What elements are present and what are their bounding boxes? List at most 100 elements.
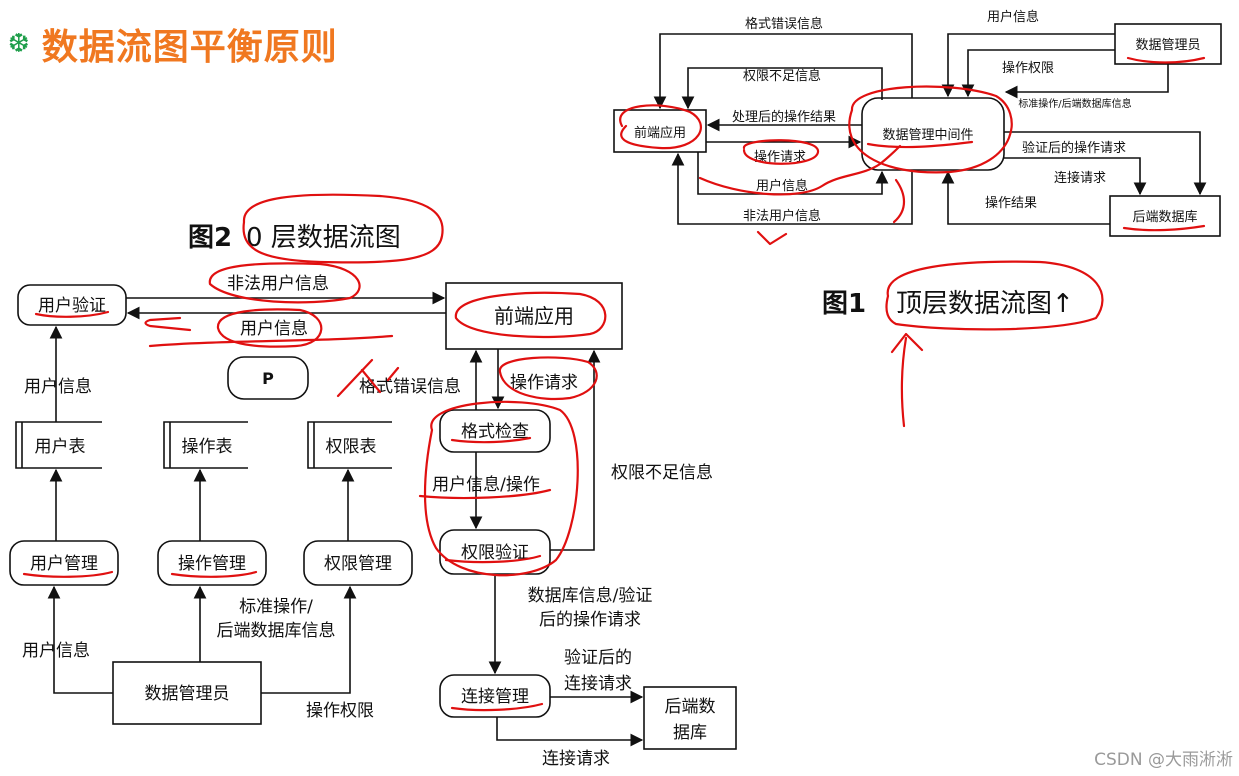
red-circle-fig1-op-request	[742, 139, 820, 165]
fig2-flow-connect-request	[496, 717, 644, 747]
fig1-flow-verified-request	[1004, 131, 1207, 196]
red-underline-fig2-format-check	[450, 436, 532, 444]
fig2-backend-db-label-1: 后端数	[665, 697, 716, 717]
red-circle-fig2-frontend	[454, 291, 607, 339]
fig2-op-table-store	[163, 421, 248, 469]
red-stroke-fig1-user-info	[698, 144, 902, 196]
red-underline-fig2-user-info-op	[418, 488, 552, 500]
fig2-user-table-label: 用户表	[35, 437, 86, 457]
red-arrow-fig2-user-info	[144, 316, 192, 332]
red-line-fig2-user-info	[148, 334, 394, 348]
fig2-caption-text: 0 层数据流图	[246, 223, 401, 253]
fig1-flow-admin-user-info	[941, 33, 1115, 98]
red-circle-fig1-caption	[885, 260, 1104, 331]
page-title: 数据流图平衡原则	[41, 27, 338, 68]
red-circle-fig2-user-info-top	[216, 308, 323, 348]
fig2-backend-db-label-2: 据库	[673, 723, 707, 743]
red-underline-fig1-middleware	[866, 140, 974, 149]
fig2-user-table-store	[15, 421, 102, 469]
fig1-label-processed-result: 处理后的操作结果	[732, 109, 836, 125]
fig2-op-mgmt-box	[157, 540, 267, 586]
red-underline-fig2-user-verify	[34, 310, 110, 318]
fig2-user-verify-label: 用户验证	[38, 296, 106, 316]
fig1-label-user-info: 用户信息	[756, 178, 808, 194]
fig1-frontend-box	[613, 109, 707, 153]
fig2-label-verified-conn-1: 验证后的	[564, 648, 632, 668]
fig2-label-verified-conn-2: 连接请求	[564, 674, 632, 694]
fig2-user-mgmt-box	[9, 540, 119, 586]
watermark: CSDN @大雨淅淅	[1094, 750, 1233, 770]
fig1-flow-connect-request	[1004, 157, 1147, 196]
fig2-flow-op-permission	[261, 585, 357, 694]
fig1-caption-prefix: 图1	[822, 289, 866, 319]
fig1-flow-format-error	[653, 33, 913, 110]
fig2-label-user-info-left: 用户信息	[24, 377, 92, 397]
fig1-label-format-error: 格式错误信息	[745, 16, 823, 32]
fig1-flow-op-result	[941, 170, 1110, 225]
fig2-label-op-permission: 操作权限	[306, 701, 374, 721]
fig2-label-insufficient-perm: 权限不足信息	[611, 463, 713, 483]
fig2-op-table-label: 操作表	[182, 437, 233, 457]
fig2-label-db-info-1: 数据库信息/验证	[528, 586, 653, 606]
figure1-context-diagram: 前端应用 数据管理中间件 数据管理员 后端数据库 格式错误信息 权限不足信息 处…	[613, 9, 1222, 319]
fig1-label-std-ops: 标准操作/后端数据库信息	[1018, 97, 1131, 110]
red-circle-fig1-frontend	[619, 104, 702, 150]
fig2-label-db-info-2: 后的操作请求	[539, 610, 641, 630]
red-underline-fig2-user-mgmt	[22, 570, 114, 578]
fig2-label-illegal-user: 非法用户信息	[227, 274, 329, 294]
fig1-flow-std-ops	[1004, 64, 1169, 99]
fig2-perm-table-label: 权限表	[326, 437, 377, 457]
fig2-flow-user-info-bottom	[47, 585, 113, 694]
fig2-frontend-label: 前端应用	[494, 304, 574, 328]
red-circle-fig2-op-request	[498, 356, 598, 401]
fig1-label-operation-request: 操作请求	[754, 149, 806, 165]
red-underline-fig2-conn-mgmt	[450, 702, 544, 712]
fig1-label-admin-user-info: 用户信息	[987, 9, 1039, 25]
fig2-label-std-ops-2: 后端数据库信息	[217, 621, 336, 641]
fig2-conn-mgmt-label: 连接管理	[461, 687, 529, 707]
red-circle-fig2-illegal-user	[208, 262, 361, 304]
red-check-fig1	[756, 230, 788, 246]
fig2-label-operation-request: 操作请求	[510, 373, 578, 393]
red-annotations	[22, 56, 1206, 712]
fig2-admin-label: 数据管理员	[145, 684, 230, 704]
red-scribble-fig2-format-error	[336, 358, 400, 398]
figure2-level0-diagram: 图2 0 层数据流图 用户验证 前端应用 P 格式检查 权限验证 用户表 操作表…	[9, 223, 737, 769]
red-circle-fig1-middleware	[848, 85, 1013, 174]
fig2-op-mgmt-label: 操作管理	[178, 554, 246, 574]
page-title-bar: ❆ 数据流图平衡原则	[8, 14, 338, 74]
fig1-label-op-result: 操作结果	[985, 195, 1037, 211]
fig1-label-insufficient-perm: 权限不足信息	[743, 68, 821, 84]
fig1-label-illegal-user: 非法用户信息	[743, 208, 821, 224]
fig1-flow-op-permission	[961, 49, 1115, 98]
red-underline-fig2-op-mgmt	[170, 570, 258, 578]
red-circle-fig2-check-verify	[423, 400, 579, 577]
fig2-label-connect-request: 连接请求	[542, 749, 610, 769]
snowflake-icon: ❆	[8, 29, 30, 59]
red-underline-fig1-admin	[1126, 56, 1206, 64]
fig2-process-p-label: P	[262, 369, 274, 388]
fig2-label-format-error: 格式错误信息	[359, 377, 461, 397]
fig1-caption-text: 顶层数据流图↑	[896, 289, 1074, 319]
fig2-process-p-box	[227, 356, 309, 400]
fig1-middleware-label: 数据管理中间件	[882, 128, 973, 143]
fig1-label-verified-request: 验证后的操作请求	[1022, 140, 1126, 156]
fig2-perm-mgmt-box	[303, 540, 413, 586]
fig2-perm-verify-label: 权限验证	[461, 543, 529, 563]
fig1-admin-label: 数据管理员	[1135, 38, 1200, 53]
fig2-caption-prefix: 图2	[188, 223, 232, 253]
red-arrow-fig1-caption	[890, 332, 924, 428]
fig2-perm-mgmt-label: 权限管理	[324, 554, 392, 574]
fig2-conn-mgmt-box	[439, 674, 551, 718]
fig2-label-user-info-top: 用户信息	[240, 319, 308, 339]
fig2-label-user-info-bottom: 用户信息	[22, 641, 90, 661]
fig1-frontend-label: 前端应用	[634, 125, 686, 141]
red-underline-fig1-backend	[1122, 224, 1206, 232]
fig1-flow-insufficient-perm	[681, 67, 883, 110]
fig2-perm-table-store	[307, 421, 392, 469]
red-stroke-fig1-right	[892, 178, 906, 224]
fig1-flow-illegal-user	[671, 152, 913, 225]
fig2-label-user-info-op: 用户信息/操作	[432, 475, 540, 495]
red-circle-fig2-caption	[242, 193, 444, 264]
fig2-label-std-ops-1: 标准操作/	[239, 597, 313, 617]
